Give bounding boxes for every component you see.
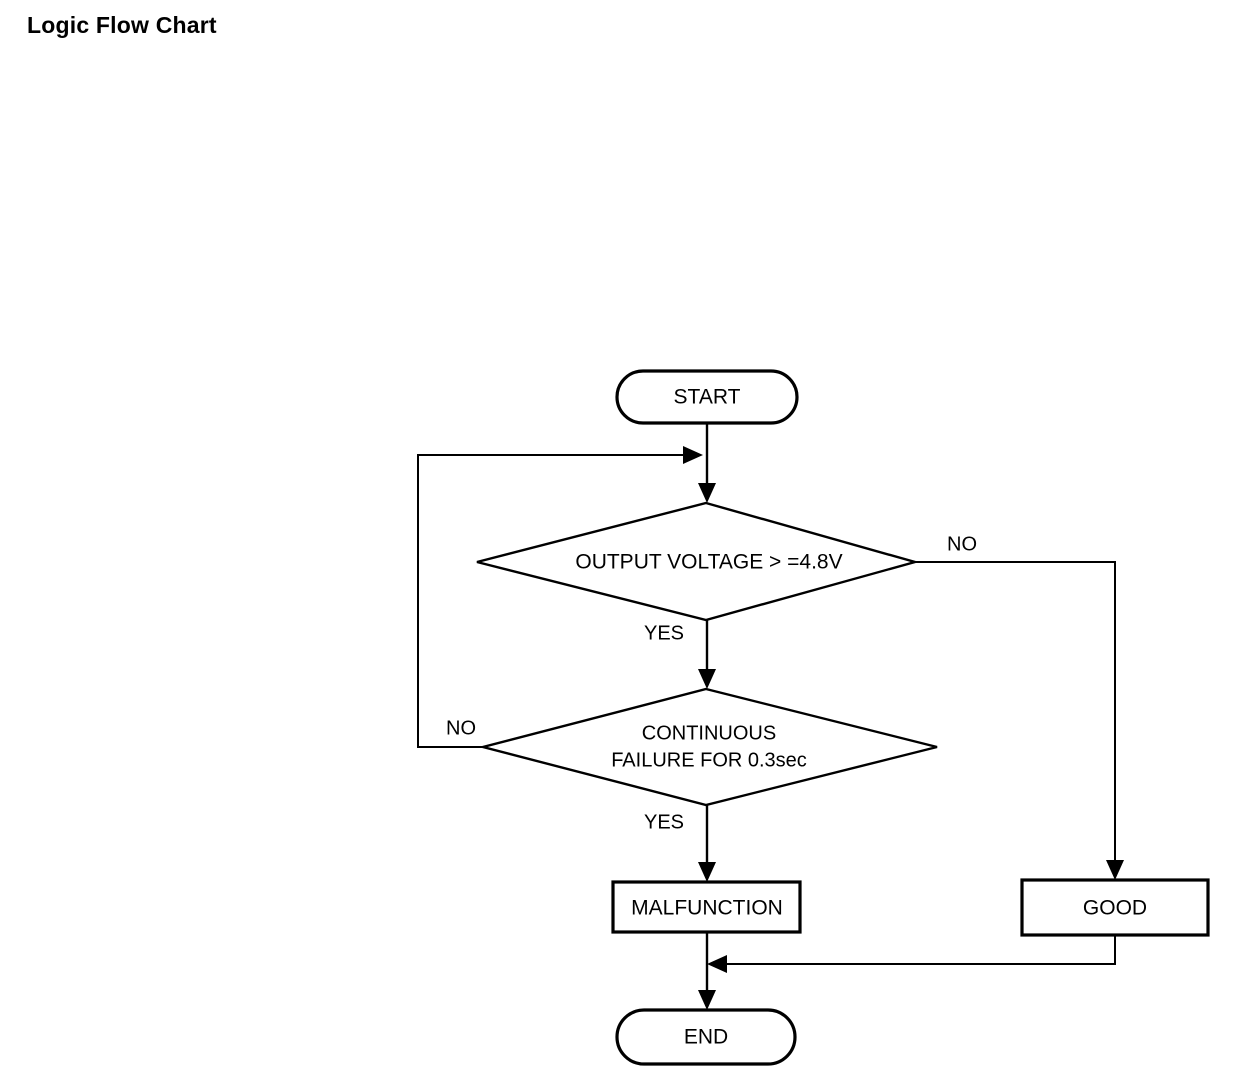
node-end-label: END — [684, 1026, 728, 1049]
node-malfunction-label: MALFUNCTION — [631, 897, 783, 920]
branch-label-decision2-no: NO — [446, 717, 476, 739]
branch-label-decision1-yes: YES — [644, 622, 684, 644]
node-decision-continuous-failure-label-line1: CONTINUOUS — [642, 722, 776, 744]
node-decision-continuous-failure-label-line2: FAILURE FOR 0.3sec — [611, 749, 807, 771]
edge-decision2-yes-to-malfunction — [698, 805, 716, 882]
node-start-label: START — [674, 386, 741, 409]
branch-label-decision1-no: NO — [947, 533, 977, 555]
node-decision-output-voltage-label: OUTPUT VOLTAGE > =4.8V — [575, 551, 842, 574]
edge-decision1-no-to-good — [915, 561, 1124, 880]
branch-label-decision2-yes: YES — [644, 811, 684, 833]
edge-malfunction-to-end — [698, 932, 716, 1010]
node-start[interactable]: START — [615, 369, 799, 425]
page-title: Logic Flow Chart — [27, 12, 217, 38]
edge-start-to-decision1 — [698, 423, 716, 503]
node-decision-continuous-failure[interactable]: CONTINUOUS FAILURE FOR 0.3sec — [478, 687, 938, 807]
edge-decision1-yes-to-decision2 — [698, 620, 716, 689]
node-end[interactable]: END — [615, 1008, 797, 1066]
node-malfunction[interactable]: MALFUNCTION — [611, 880, 802, 934]
node-decision-output-voltage[interactable]: OUTPUT VOLTAGE > =4.8V — [476, 501, 920, 622]
node-good-label: GOOD — [1083, 897, 1147, 920]
edge-decision2-no-feedback — [417, 446, 703, 748]
node-good[interactable]: GOOD — [1020, 878, 1210, 937]
edge-good-to-end — [707, 935, 1116, 973]
